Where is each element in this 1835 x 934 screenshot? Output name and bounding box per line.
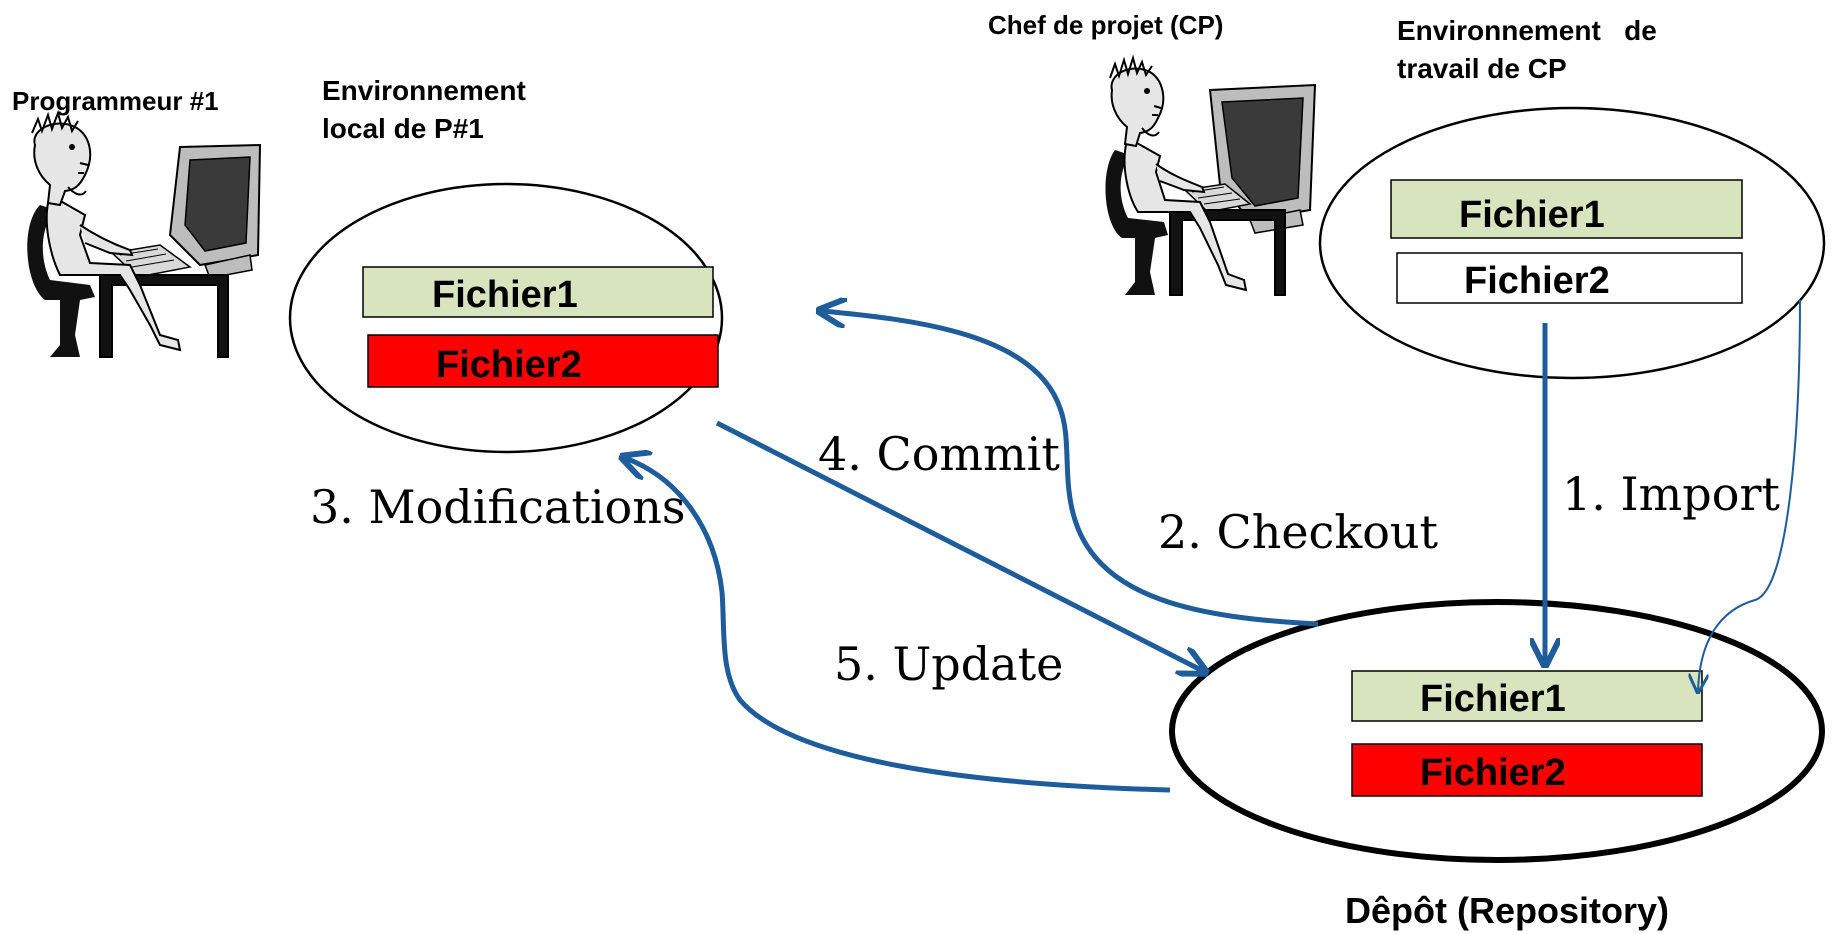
manager-at-computer-icon [1105,54,1317,296]
import-step-label: 1. Import [1562,467,1780,521]
repo-file2-box [1351,743,1703,797]
repository: Fichier1 Fichier2 [1169,599,1825,863]
repo-file2-label: Fichier2 [1420,752,1566,794]
cp-file2-box [1396,252,1743,304]
cp-work-environment: Fichier1 Fichier2 [1318,106,1826,380]
cp-file2-label: Fichier2 [1464,260,1610,302]
cp-env-label-line2: travail de CP [1397,53,1567,84]
checkout-arrow [822,311,1319,627]
local-environment: Fichier1 Fichier2 [288,182,724,454]
cp-environment-ellipse [1318,106,1826,380]
repo-file1-box [1351,670,1703,722]
local-env-label-line1: Environnement [322,75,526,106]
checkout-step-label: 2. Checkout [1158,505,1439,559]
import-thin-arrow [1698,299,1801,690]
update-step-label: 5. Update [834,637,1063,691]
programmer-at-computer-icon [27,109,262,358]
local-file2-label: Fichier2 [436,344,582,386]
repository-ellipse [1169,599,1825,863]
commit-arrow [715,420,1203,671]
commit-step-label: 4. Commit [818,427,1060,481]
local-file1-box [362,266,714,318]
modifications-step-label: 3. Modifications [310,480,685,534]
repository-label: Dêpôt (Repository) [1345,890,1669,931]
cp-env-label-line1: Environnement de [1397,15,1657,46]
local-environment-ellipse [288,182,724,454]
cp-file1-label: Fichier1 [1459,194,1605,236]
repo-file1-label: Fichier1 [1420,678,1566,720]
local-file2-box [367,334,719,388]
programmer-label: Programmeur #1 [12,86,219,116]
manager-label: Chef de projet (CP) [988,10,1223,40]
update-arrow [625,458,1171,793]
local-file1-label: Fichier1 [432,274,578,316]
cp-file1-box [1390,179,1743,239]
local-env-label-line2: local de P#1 [322,113,484,144]
